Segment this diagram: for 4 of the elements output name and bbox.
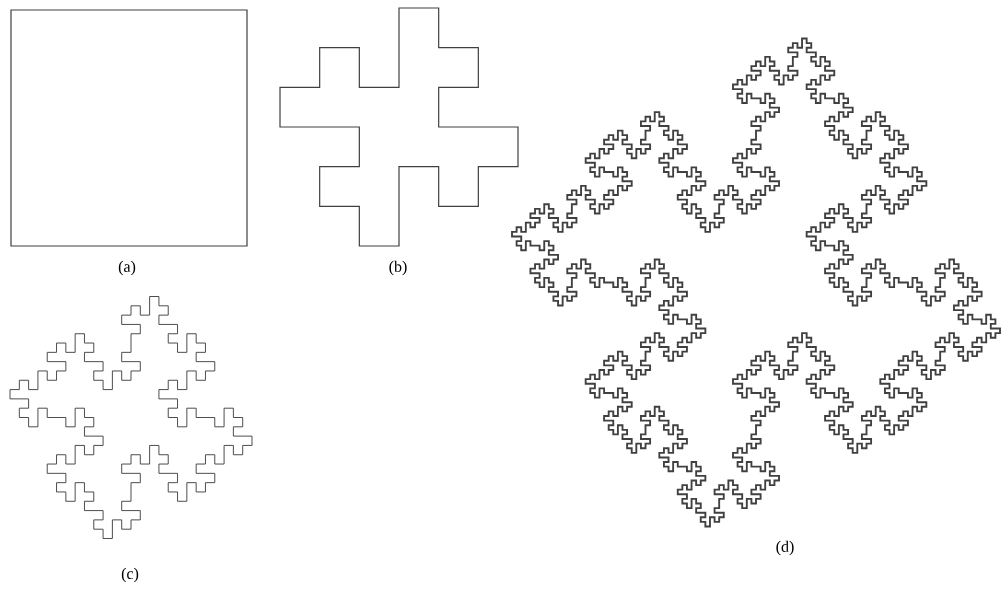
figure-label: (b) (389, 260, 407, 276)
figure-label: (d) (776, 540, 794, 556)
figure-label: (a) (118, 260, 136, 276)
figure-label: (c) (121, 567, 139, 583)
